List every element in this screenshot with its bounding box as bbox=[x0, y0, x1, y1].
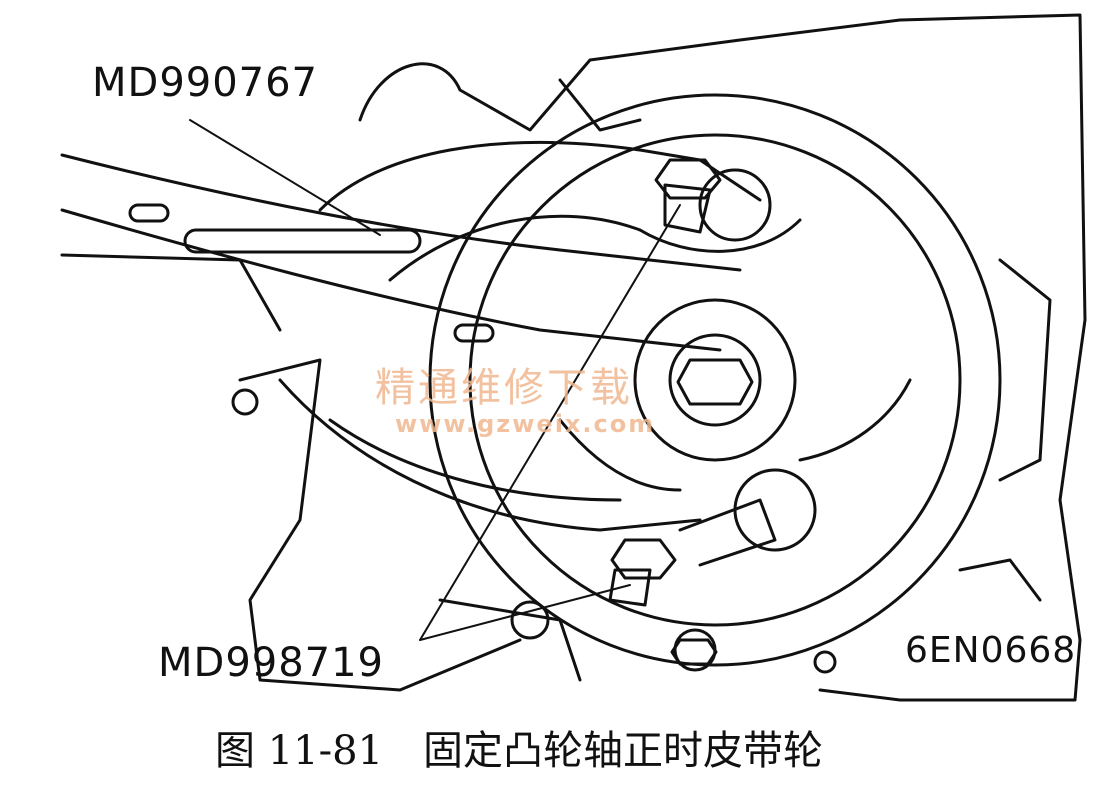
holder-arm-top bbox=[60, 153, 742, 272]
lower-pin bbox=[608, 568, 652, 607]
holder-slot-3 bbox=[453, 323, 495, 343]
upper-nut bbox=[654, 158, 722, 200]
leader-md990767 bbox=[189, 119, 381, 236]
pulley-inner bbox=[468, 133, 962, 627]
leader-md998719-b bbox=[419, 584, 631, 641]
pulley-bolt bbox=[668, 333, 762, 427]
pulley-outer bbox=[428, 93, 1002, 667]
watermark-text: 精通维修下载 bbox=[375, 365, 633, 411]
figure-caption: 图 11-81 固定凸轮轴正时皮带轮 bbox=[215, 728, 824, 774]
engine-housing bbox=[358, 13, 1087, 702]
bolt-left bbox=[231, 388, 259, 416]
holder-frame bbox=[318, 141, 762, 212]
lower-nut bbox=[610, 538, 677, 580]
small-mark bbox=[813, 650, 837, 674]
leader-md998719-a bbox=[419, 204, 681, 641]
tool-label-md998719: MD998719 bbox=[158, 640, 385, 686]
pulley-bolt-head bbox=[676, 358, 754, 406]
holder-slot-2 bbox=[183, 228, 422, 254]
tool-label-md990767: MD990767 bbox=[92, 60, 319, 106]
holder-arm-bottom bbox=[60, 208, 722, 352]
pulley-hub bbox=[633, 298, 797, 462]
holder-lower-arm bbox=[278, 378, 702, 532]
bolt-bottom-left bbox=[510, 600, 550, 640]
watermark-url: www.gzweix.com bbox=[395, 410, 656, 438]
upper-pin bbox=[663, 183, 712, 234]
figure-code-label: 6EN0668 bbox=[905, 630, 1077, 671]
holder-slot-1 bbox=[128, 203, 170, 223]
housing-edge bbox=[998, 258, 1052, 482]
housing-lower bbox=[238, 358, 522, 692]
